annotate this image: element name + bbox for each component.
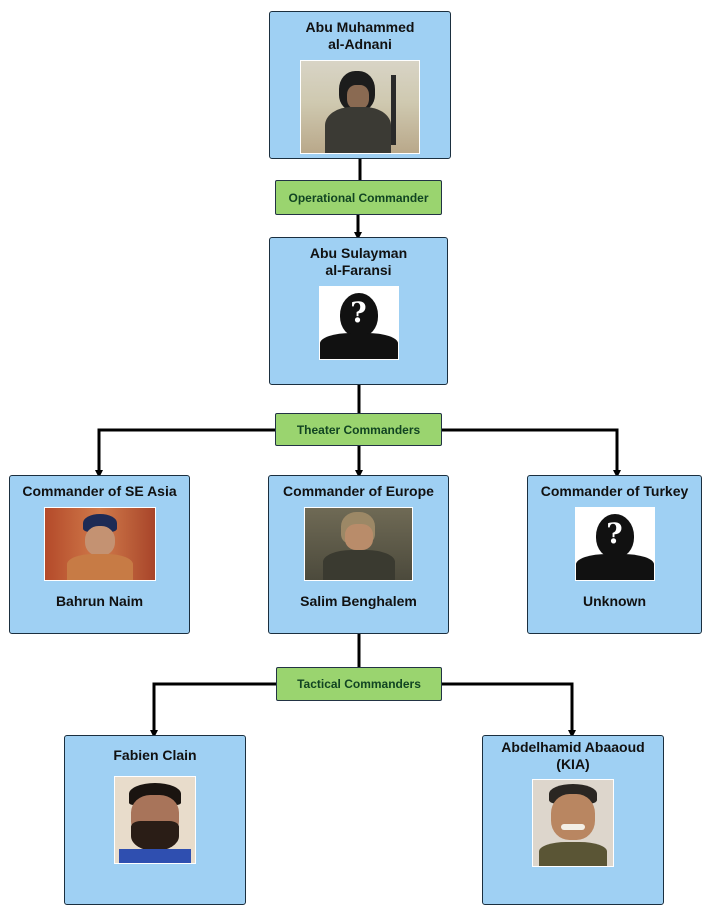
silhouette-shoulders-icon [575,554,654,580]
man-portrait-photo [114,776,196,864]
node-abaaoud: Abdelhamid Abaaoud (KIA) [482,735,664,905]
node-europe-title: Commander of Europe [283,483,434,499]
connector-theater-to-se-asia [95,428,275,478]
node-faransi-title: Abu Sulayman al-Faransi [309,245,408,278]
connector-tactical-to-clain [150,682,276,738]
node-faransi: Abu Sulayman al-Faransi ? [269,237,448,385]
label-operational-commander: Operational Commander [275,180,442,215]
man-portrait-photo [304,507,413,581]
node-clain-title: Fabien Clain [113,747,197,763]
node-se-asia: Commander of SE Asia Bahrun Naim [9,475,190,634]
node-abaaoud-title: Abdelhamid Abaaoud (KIA) [501,739,645,772]
silhouette-head-icon [339,293,378,337]
node-turkey: Commander of Turkey ? Unknown [527,475,702,634]
node-turkey-name: Unknown [583,593,646,609]
node-adnani: Abu Muhammed al-Adnani [269,11,451,159]
node-se-asia-name: Bahrun Naim [55,593,144,609]
node-europe-name: Salim Benghalem [300,593,417,609]
unknown-silhouette-photo: ? [318,286,399,360]
node-adnani-title: Abu Muhammed al-Adnani [305,19,415,52]
node-se-asia-title: Commander of SE Asia [22,483,177,499]
label-theater-commanders: Theater Commanders [275,413,442,446]
node-europe: Commander of Europe Salim Benghalem [268,475,449,634]
silhouette-shoulders-icon [319,333,398,359]
node-clain: Fabien Clain [64,735,246,905]
man-portrait-photo [532,779,614,867]
man-portrait-photo [43,507,156,581]
fighter-portrait-photo [300,60,420,154]
question-mark-icon: ? [350,296,367,329]
label-tactical-commanders: Tactical Commanders [276,667,442,701]
question-mark-icon: ? [606,517,623,550]
connector-theater-to-turkey [442,428,621,478]
unknown-silhouette-photo: ? [574,507,655,581]
node-turkey-title: Commander of Turkey [540,483,689,499]
connector-tactical-to-abaaoud [442,682,576,738]
silhouette-head-icon [595,514,634,558]
